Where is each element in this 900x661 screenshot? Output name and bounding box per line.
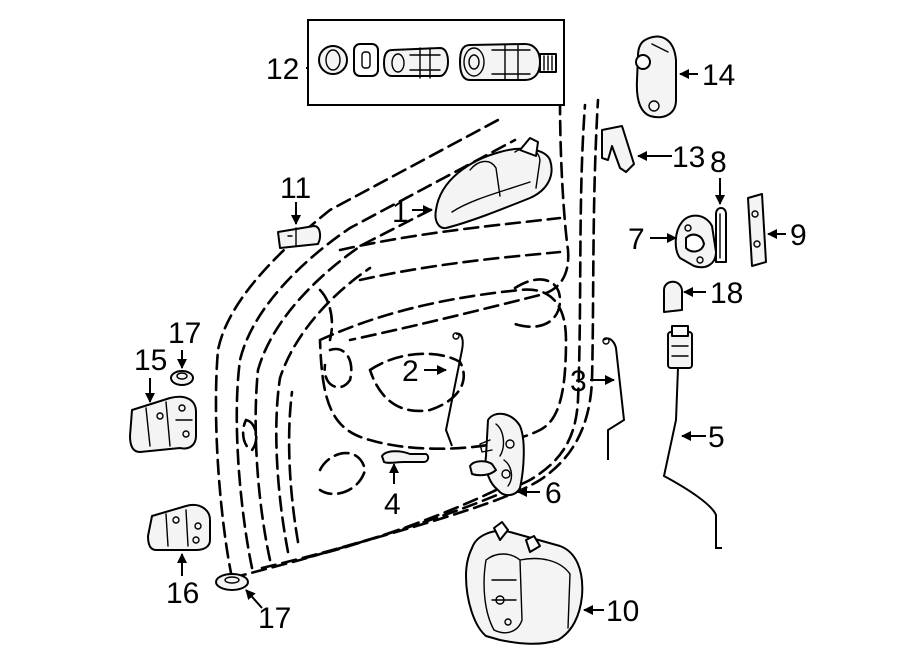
callout-2: 2 <box>402 355 419 388</box>
outside-handle <box>434 137 553 230</box>
lock-cylinder-kit <box>307 19 565 106</box>
callout-17-lower: 17 <box>258 602 291 635</box>
callout-17-upper: 17 <box>168 317 201 350</box>
callout-15: 15 <box>134 344 167 377</box>
leader-arrows <box>145 67 786 615</box>
callout-5: 5 <box>708 421 725 454</box>
callout-6: 6 <box>545 477 562 510</box>
callout-3: 3 <box>570 365 587 398</box>
callout-4: 4 <box>384 488 401 521</box>
shim <box>715 207 727 263</box>
callout-7: 7 <box>628 223 645 256</box>
striker-plate <box>747 193 767 267</box>
upper-hinge <box>129 395 197 453</box>
bushing-lower <box>215 573 249 591</box>
callout-9: 9 <box>790 219 807 252</box>
callout-8: 8 <box>710 146 727 179</box>
clip <box>601 125 635 173</box>
lower-hinge <box>147 504 211 551</box>
callout-1: 1 <box>392 196 409 229</box>
callout-14: 14 <box>702 59 735 92</box>
latch-assembly <box>469 412 525 496</box>
lock-actuator <box>662 325 722 549</box>
callout-11: 11 <box>280 172 311 205</box>
door-outline <box>214 98 600 580</box>
bracket <box>277 225 322 249</box>
callout-13: 13 <box>672 141 705 174</box>
link-rod-2 <box>444 332 464 447</box>
actuator-cover <box>635 35 677 119</box>
callout-labels: 1 2 3 4 5 6 7 8 9 10 11 12 13 14 15 16 1… <box>134 53 807 635</box>
callout-16: 16 <box>166 577 199 610</box>
callout-18: 18 <box>710 277 743 310</box>
inside-handle <box>465 521 584 645</box>
bumper <box>663 280 683 313</box>
bushing-upper <box>170 370 194 386</box>
striker <box>674 214 717 269</box>
callout-10: 10 <box>606 595 639 628</box>
rod-clip <box>381 450 430 464</box>
link-rod-3 <box>602 337 626 460</box>
callout-12: 12 <box>266 53 299 86</box>
